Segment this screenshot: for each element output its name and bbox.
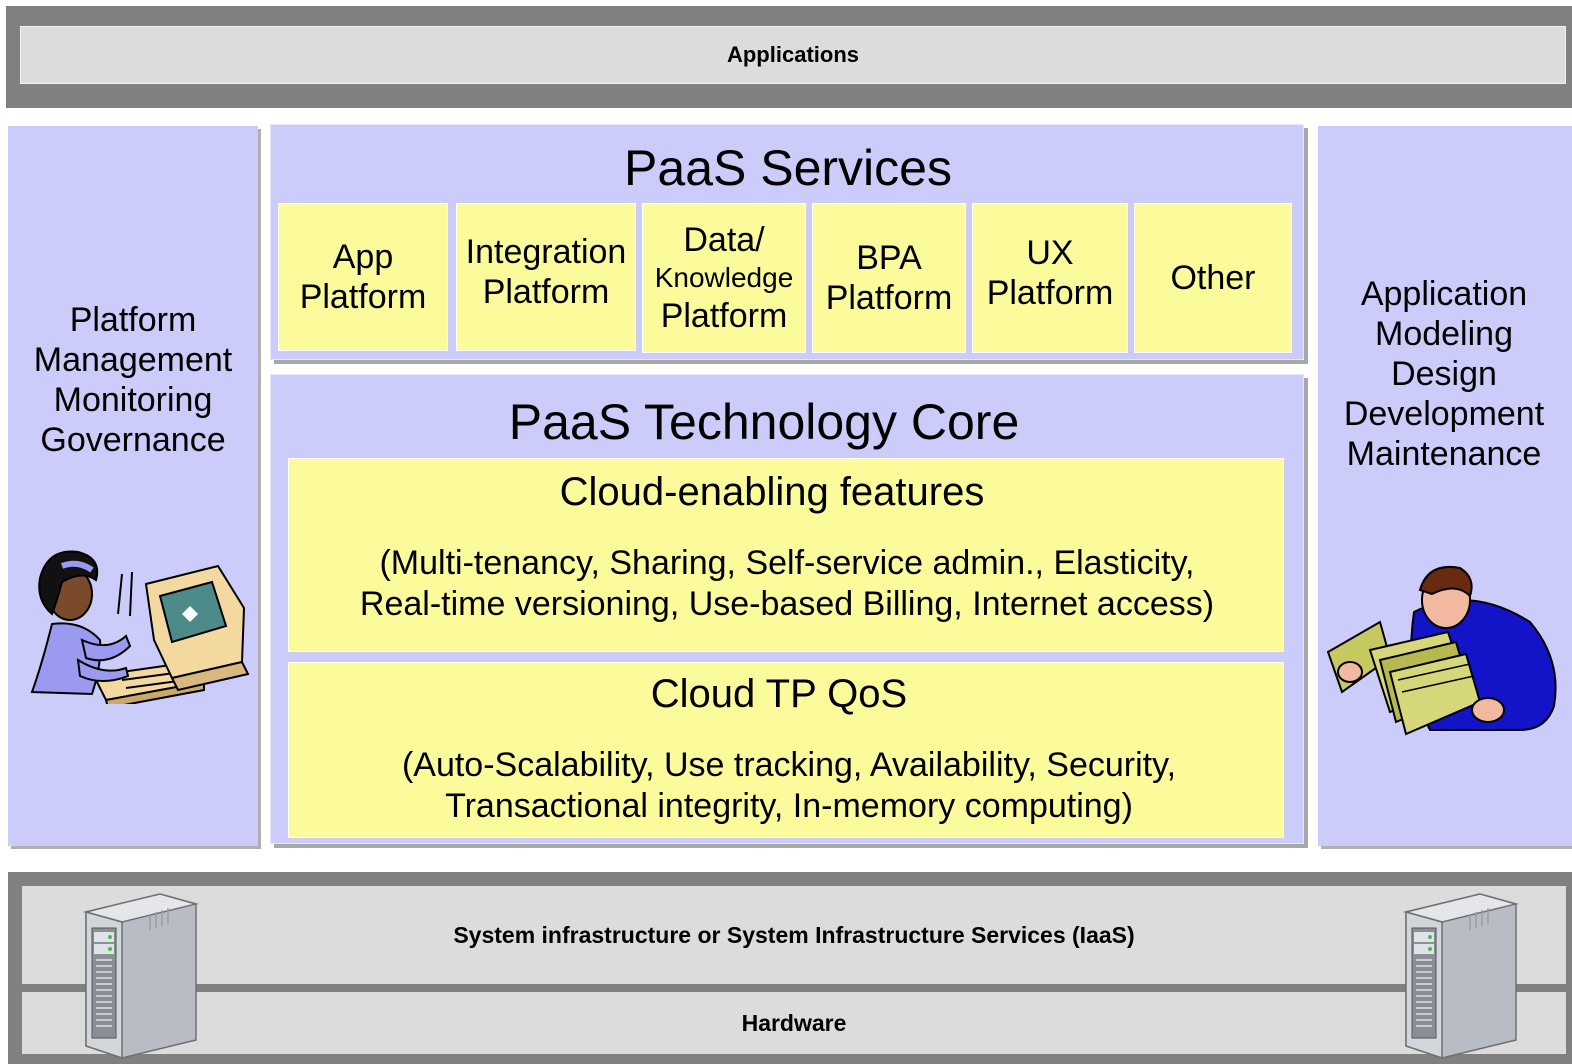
server-tower-icon	[1403, 893, 1519, 1060]
data-platform-line2: Knowledge	[654, 262, 794, 293]
right-line-2: Modeling	[1375, 315, 1513, 353]
data-knowledge-platform-box: Data/ Knowledge Platform	[642, 203, 806, 353]
cloud-features-line1: (Multi-tenancy, Sharing, Self-service ad…	[379, 544, 1195, 582]
qos-line2: Transactional integrity, In-memory compu…	[445, 787, 1133, 825]
person-with-papers-icon	[1326, 566, 1557, 736]
right-line-5: Maintenance	[1346, 435, 1542, 473]
person-at-computer-icon	[30, 550, 250, 704]
application-lifecycle-panel: Application Modeling Design Development …	[1318, 126, 1572, 846]
data-platform-line3: Platform	[660, 297, 788, 335]
qos-title: Cloud TP QoS	[650, 672, 908, 716]
platform-management-panel: Platform Management Monitoring Governanc…	[8, 126, 258, 846]
cloud-enabling-features-box: Cloud-enabling features (Multi-tenancy, …	[288, 458, 1284, 652]
iaas-box: System infrastructure or System Infrastr…	[22, 886, 1566, 984]
applications-box: Applications	[20, 26, 1566, 84]
hardware-box: Hardware	[22, 992, 1566, 1054]
ux-platform-box: UX Platform	[972, 203, 1128, 353]
app-platform-box: App Platform	[278, 203, 448, 351]
hardware-label: Hardware	[741, 1009, 847, 1036]
cloud-features-desc: (Multi-tenancy, Sharing, Self-service ad…	[289, 543, 1285, 625]
left-line-2: Management	[33, 341, 233, 379]
cloud-features-line2: Real-time versioning, Use-based Billing,…	[359, 585, 1215, 623]
paas-services-title: PaaS Services	[624, 140, 952, 196]
left-line-4: Governance	[40, 421, 226, 459]
bpa-platform-line1: BPA	[856, 239, 922, 277]
integration-platform-box: Integration Platform	[456, 203, 636, 351]
bpa-platform-box: BPA Platform	[812, 203, 966, 353]
integration-platform-line2: Platform	[482, 273, 610, 311]
cloud-tp-qos-box: Cloud TP QoS (Auto-Scalability, Use trac…	[288, 662, 1284, 838]
qos-desc: (Auto-Scalability, Use tracking, Availab…	[289, 745, 1289, 827]
left-line-3: Monitoring	[53, 381, 213, 419]
bpa-platform-line2: Platform	[825, 279, 953, 317]
right-line-3: Design	[1391, 355, 1497, 393]
iaas-label: System infrastructure or System Infrastr…	[453, 921, 1135, 948]
applications-label: Applications	[726, 42, 859, 67]
left-line-1: Platform	[69, 301, 197, 339]
app-platform-line2: Platform	[299, 278, 427, 316]
qos-line1: (Auto-Scalability, Use tracking, Availab…	[401, 746, 1177, 784]
ux-platform-line2: Platform	[986, 274, 1114, 312]
integration-platform-line1: Integration	[465, 233, 627, 271]
server-tower-icon	[83, 893, 199, 1060]
other-label: Other	[1170, 259, 1256, 297]
paas-core-title: PaaS Technology Core	[508, 394, 1020, 450]
app-platform-line1: App	[332, 238, 394, 276]
other-box: Other	[1134, 203, 1292, 353]
application-lifecycle-text: Application Modeling Design Development …	[1318, 274, 1570, 474]
ux-platform-line1: UX	[1026, 234, 1074, 272]
cloud-features-title: Cloud-enabling features	[559, 470, 985, 514]
data-platform-line1: Data/	[683, 221, 765, 259]
platform-management-text: Platform Management Monitoring Governanc…	[8, 300, 258, 460]
right-line-1: Application	[1360, 275, 1528, 313]
right-line-4: Development	[1343, 395, 1545, 433]
